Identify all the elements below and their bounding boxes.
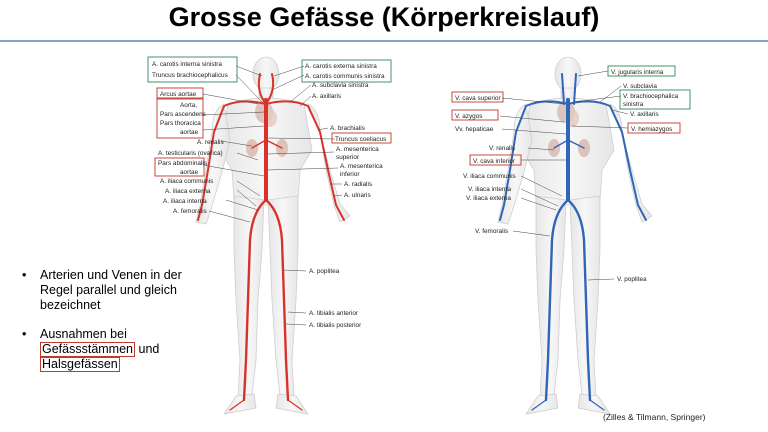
bullet-list: • Arterien und Venen in der Regel parall… — [22, 268, 182, 386]
label-a-femoralis: A. femoralis — [173, 208, 207, 215]
label-pars-thoracica: Pars thoracica — [160, 120, 201, 127]
label-v-jugularis-interna: V. jugularis interna — [611, 69, 664, 76]
label-a-iliaca-communis: A. iliaca communis — [160, 178, 213, 185]
label-v-brachiocephalica-1: V. brachiocephalica — [623, 93, 679, 100]
arterial-leader-lines — [202, 65, 343, 326]
bullet-text: Arterien und Venen in der Regel parallel… — [40, 268, 182, 312]
label-a-iliaca-interna: A. iliaca interna — [163, 198, 207, 205]
bullet-dot: • — [22, 327, 27, 341]
label-pars-ascendens: Pars ascendens — [160, 111, 206, 118]
title-divider — [0, 40, 768, 42]
label-a-poplitea: A. poplitea — [309, 268, 340, 275]
label-v-femoralis: V. femoralis — [475, 228, 508, 235]
label-arcus-aortae: Arcus aortae — [160, 91, 197, 98]
bullet-dot: • — [22, 268, 27, 282]
label-v-subclavia: V. subclavia — [623, 83, 657, 90]
label-truncus-coeliacus: Truncus coeliacus — [335, 136, 386, 143]
label-a-mesenterica-superior-1: A. mesenterica — [336, 146, 379, 153]
label-v-renalis: V. renalis — [489, 145, 515, 152]
label-a-renalis: A. renalis — [197, 139, 224, 146]
label-a-testicularis: A. testicularis (ovarica) — [158, 150, 223, 157]
highlight-gefaessstaemmen: Gefässstämmen — [40, 342, 136, 357]
label-a-subclavia: A. subclavia sinistra — [312, 82, 369, 89]
label-v-cava-superior: V. cava superior — [455, 95, 501, 102]
label-truncus-brachiocephalicus: Truncus brachiocephalicus — [152, 72, 228, 79]
label-aorta: Aorta, — [180, 102, 197, 109]
label-pars-abdominalis: Pars abdominalis — [158, 160, 207, 167]
label-a-mesenterica-superior-2: superior — [336, 154, 360, 161]
label-v-cava-inferior: V. cava inferior — [473, 158, 516, 165]
source-credit: (Zilles & Tilmann, Springer) — [603, 412, 706, 422]
label-v-brachiocephalica-2: sinistra — [623, 101, 644, 108]
label-aortae-thoracica: aortae — [180, 129, 199, 136]
label-a-tibialis-posterior: A. tibialis posterior — [309, 322, 362, 329]
artery-vessels — [197, 73, 345, 411]
vein-vessels — [499, 73, 647, 411]
label-v-hemiazygos: V. hemiazygos — [631, 126, 672, 133]
label-a-carotis-interna: A. carotis interna sinistra — [152, 61, 222, 68]
label-a-brachialis: A. brachialis — [330, 125, 365, 132]
bullet-text-prefix: Ausnahmen bei — [40, 327, 127, 341]
bullet-text-middle: und — [135, 342, 160, 356]
label-aortae-abdominalis: aortae — [180, 169, 199, 176]
label-vv-hepaticae: Vv. hepaticae — [455, 126, 494, 133]
label-a-ulnaris: A. ulnaris — [344, 192, 371, 199]
label-a-axillaris: A. axillaris — [312, 93, 341, 100]
bullet-item: • Ausnahmen bei Gefässstämmen und Halsge… — [22, 327, 182, 372]
label-a-mesenterica-inferior-1: A. mesenterica — [340, 163, 383, 170]
label-v-axillaris: V. axillaris — [630, 111, 659, 118]
label-a-iliaca-externa: A. iliaca externa — [165, 188, 211, 195]
label-v-poplitea: V. poplitea — [617, 276, 647, 283]
label-a-tibialis-anterior: A. tibialis anterior — [309, 310, 359, 317]
label-a-mesenterica-inferior-2: inferior — [340, 171, 360, 178]
highlight-halsgefaessen: Halsgefässen — [40, 357, 120, 372]
label-boxes — [147, 56, 691, 177]
label-v-azygos: V. azygos — [455, 113, 482, 120]
page-title: Grosse Gefässe (Körperkreislauf) — [168, 2, 600, 32]
label-v-iliaca-interna: V. iliaca interna — [468, 186, 512, 193]
label-a-radialis: A. radialis — [344, 181, 372, 188]
venous-leader-lines — [499, 70, 629, 281]
label-v-iliaca-communis: V. iliaca communis — [463, 173, 516, 180]
bullet-item: • Arterien und Venen in der Regel parall… — [22, 268, 182, 313]
label-a-carotis-externa: A. carotis externa sinistra — [305, 63, 377, 70]
label-a-carotis-communis: A. carotis communis sinistra — [305, 73, 385, 80]
label-v-iliaca-externa: V. iliaca externa — [466, 195, 511, 202]
